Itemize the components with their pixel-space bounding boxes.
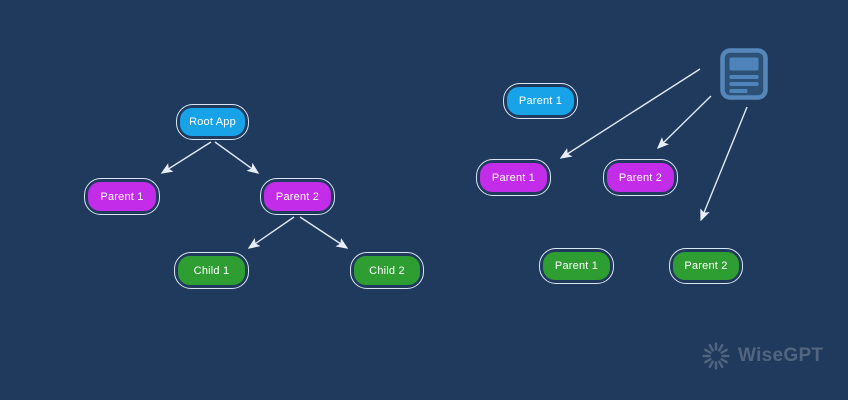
- node-left-parent-2[interactable]: Parent 2: [260, 178, 335, 215]
- edge-root-parent1: [160, 141, 212, 174]
- node-label: Parent 1: [88, 182, 156, 211]
- node-label: Parent 2: [607, 163, 674, 192]
- node-label: Child 2: [354, 256, 420, 285]
- edge-parent2-child2: [299, 216, 349, 249]
- edge-doc-magenta-parent2: [656, 95, 712, 150]
- document-icon[interactable]: [720, 48, 768, 100]
- watermark-brand-text: WiseGPT: [738, 345, 824, 366]
- node-left-parent-1[interactable]: Parent 1: [84, 178, 160, 215]
- node-child-2[interactable]: Child 2: [350, 252, 424, 289]
- node-label: Child 1: [178, 256, 245, 285]
- node-label: Parent 2: [673, 252, 739, 280]
- edge-doc-green-parent2: [700, 106, 748, 222]
- aperture-burst-icon: [702, 342, 730, 370]
- node-label: Parent 2: [264, 182, 331, 211]
- edge-doc-magenta-parent1: [559, 68, 701, 159]
- node-right-magenta-parent-1[interactable]: Parent 1: [476, 159, 551, 196]
- node-right-blue-parent-1[interactable]: Parent 1: [503, 83, 578, 119]
- node-right-magenta-parent-2[interactable]: Parent 2: [603, 159, 678, 196]
- watermark: WiseGPT: [700, 339, 823, 373]
- node-label: Root App: [180, 108, 245, 136]
- node-right-green-parent-2[interactable]: Parent 2: [669, 248, 743, 284]
- node-right-green-parent-1[interactable]: Parent 1: [539, 248, 614, 284]
- node-child-1[interactable]: Child 1: [174, 252, 249, 289]
- node-label: Parent 1: [507, 87, 574, 115]
- node-label: Parent 1: [480, 163, 547, 192]
- edge-root-parent2: [214, 141, 260, 174]
- node-root-app[interactable]: Root App: [176, 104, 249, 140]
- edge-parent2-child1: [247, 216, 295, 249]
- node-label: Parent 1: [543, 252, 610, 280]
